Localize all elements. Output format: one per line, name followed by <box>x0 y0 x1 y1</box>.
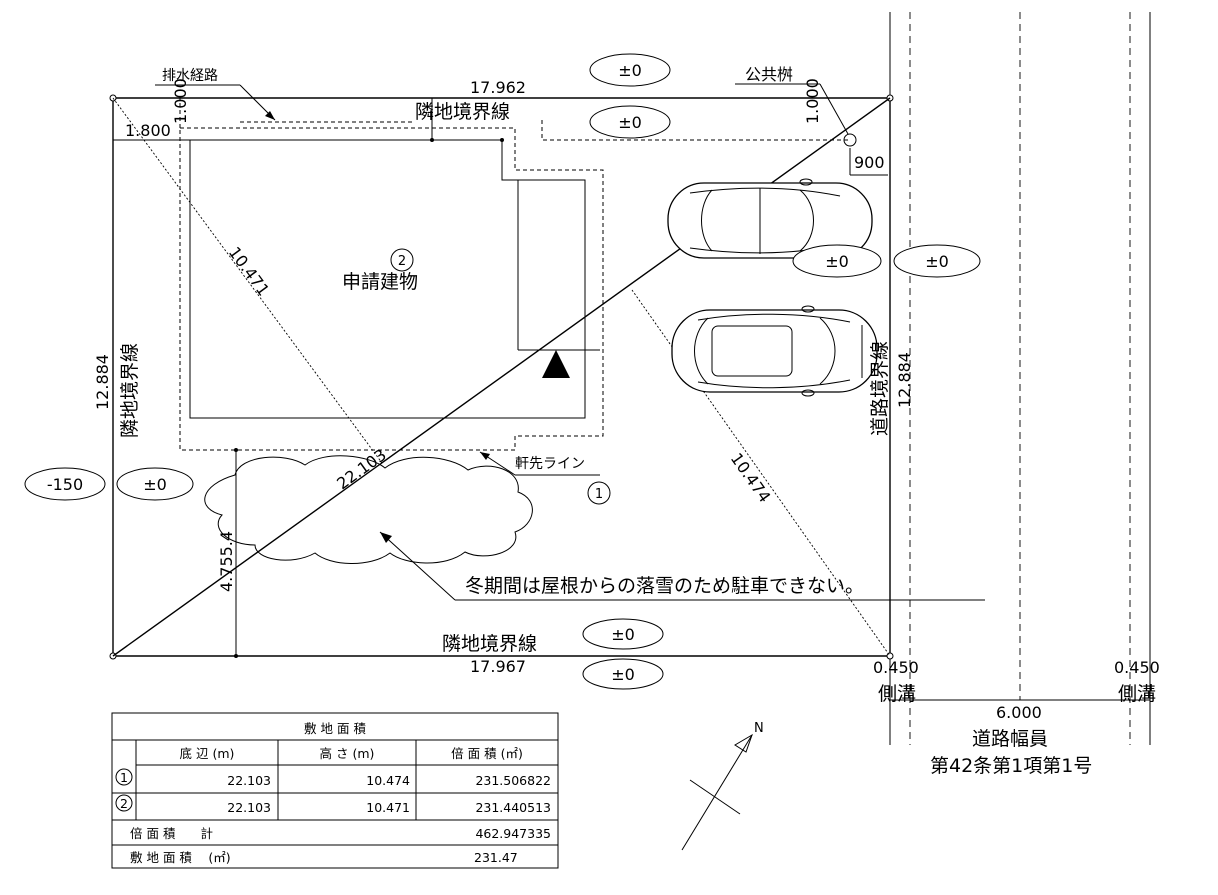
top-boundary-label: 隣地境界線 <box>415 101 510 123</box>
table-row-2-no: 2 <box>120 796 128 811</box>
north-label: N <box>754 721 764 736</box>
level-bottom-outer: ±0 <box>611 665 635 684</box>
ditch-width-right: 0.450 <box>1114 658 1160 677</box>
car-upper-icon <box>667 178 873 263</box>
eaves-leader <box>479 451 600 476</box>
bottom-boundary-length: 17.967 <box>470 657 526 676</box>
table-header-base: 底 辺 (m) <box>180 746 235 761</box>
right-boundary-length: 12.884 <box>895 352 914 408</box>
dim-900: 900 <box>854 153 885 172</box>
table-row-2-height: 10.471 <box>366 800 410 815</box>
left-boundary-length: 12.884 <box>93 354 112 410</box>
dim-1800: 1.800 <box>125 121 171 140</box>
right-boundary-label: 道路境界線 <box>869 341 891 436</box>
drain-route <box>155 84 848 141</box>
table-site-area-label: 敷 地 面 積 (㎡) <box>130 850 231 865</box>
level-car: ±0 <box>825 252 849 271</box>
entrance-triangle-icon <box>542 350 570 378</box>
level-markers: ±0 ±0 ±0 ±0 -150 ±0 ±0 ±0 <box>24 53 981 690</box>
ditch-width-left: 0.450 <box>873 658 919 677</box>
snow-zone <box>204 455 985 601</box>
level-top-outer: ±0 <box>618 61 642 80</box>
eaves-label: 軒先ライン <box>515 456 585 472</box>
table-row-2-double-area: 231.440513 <box>475 800 551 815</box>
table-total-label: 倍 面 積 計 <box>130 826 213 841</box>
building <box>113 98 600 419</box>
dim-1000-right: 1.000 <box>803 78 822 124</box>
ditch-label-right: 側溝 <box>1118 683 1156 705</box>
road-width: 6.000 <box>996 703 1042 722</box>
table-header-height: 高 さ (m) <box>320 746 375 761</box>
public-basin <box>735 83 888 176</box>
level-left-outer: -150 <box>47 475 83 494</box>
table-row-1-no: 1 <box>120 770 128 785</box>
table-site-area-value: 231.47 <box>474 850 518 865</box>
road-lines <box>889 12 1151 745</box>
road-width-label: 道路幅員 <box>972 728 1048 750</box>
level-bottom-inner: ±0 <box>611 625 635 644</box>
dim-4755: 4.755.4 <box>217 531 236 592</box>
dim-1000-left: 1.000 <box>171 78 190 124</box>
public-basin-label: 公共桝 <box>745 65 793 84</box>
level-left-inner: ±0 <box>143 475 167 494</box>
triangle-1-number: 1 <box>595 487 603 502</box>
table-row-1-double-area: 231.506822 <box>475 773 551 788</box>
table-total-value: 462.947335 <box>475 826 551 841</box>
building-number: 2 <box>398 254 406 269</box>
diagonal-10471: 10.471 <box>225 243 274 299</box>
bottom-boundary-label: 隣地境界線 <box>442 633 537 655</box>
top-boundary-length: 17.962 <box>470 78 526 97</box>
level-top-inner: ±0 <box>618 113 642 132</box>
ditch-label-left: 側溝 <box>878 683 916 705</box>
diagonal-22103: 22.103 <box>333 445 390 493</box>
building-label: 申請建物 <box>342 271 418 293</box>
road-article: 第42条第1項第1号 <box>930 755 1092 777</box>
level-road: ±0 <box>925 252 949 271</box>
table-title: 敷 地 面 積 <box>304 721 366 736</box>
drain-route-label: 排水経路 <box>162 68 218 84</box>
area-table: 敷 地 面 積 底 辺 (m) 高 さ (m) 倍 面 積 (㎡) 1 22.1… <box>111 712 559 869</box>
left-boundary-label: 隣地境界線 <box>119 343 141 438</box>
table-header-double-area: 倍 面 積 (㎡) <box>451 746 523 761</box>
table-row-1-base: 22.103 <box>227 773 271 788</box>
snow-note: 冬期間は屋根からの落雪のため駐車できない。 <box>465 575 864 597</box>
car-lower-icon <box>671 305 878 397</box>
north-arrow-icon: N <box>681 721 764 851</box>
table-row-1-height: 10.474 <box>366 773 410 788</box>
table-row-2-base: 22.103 <box>227 800 271 815</box>
eaves-line <box>179 98 604 451</box>
